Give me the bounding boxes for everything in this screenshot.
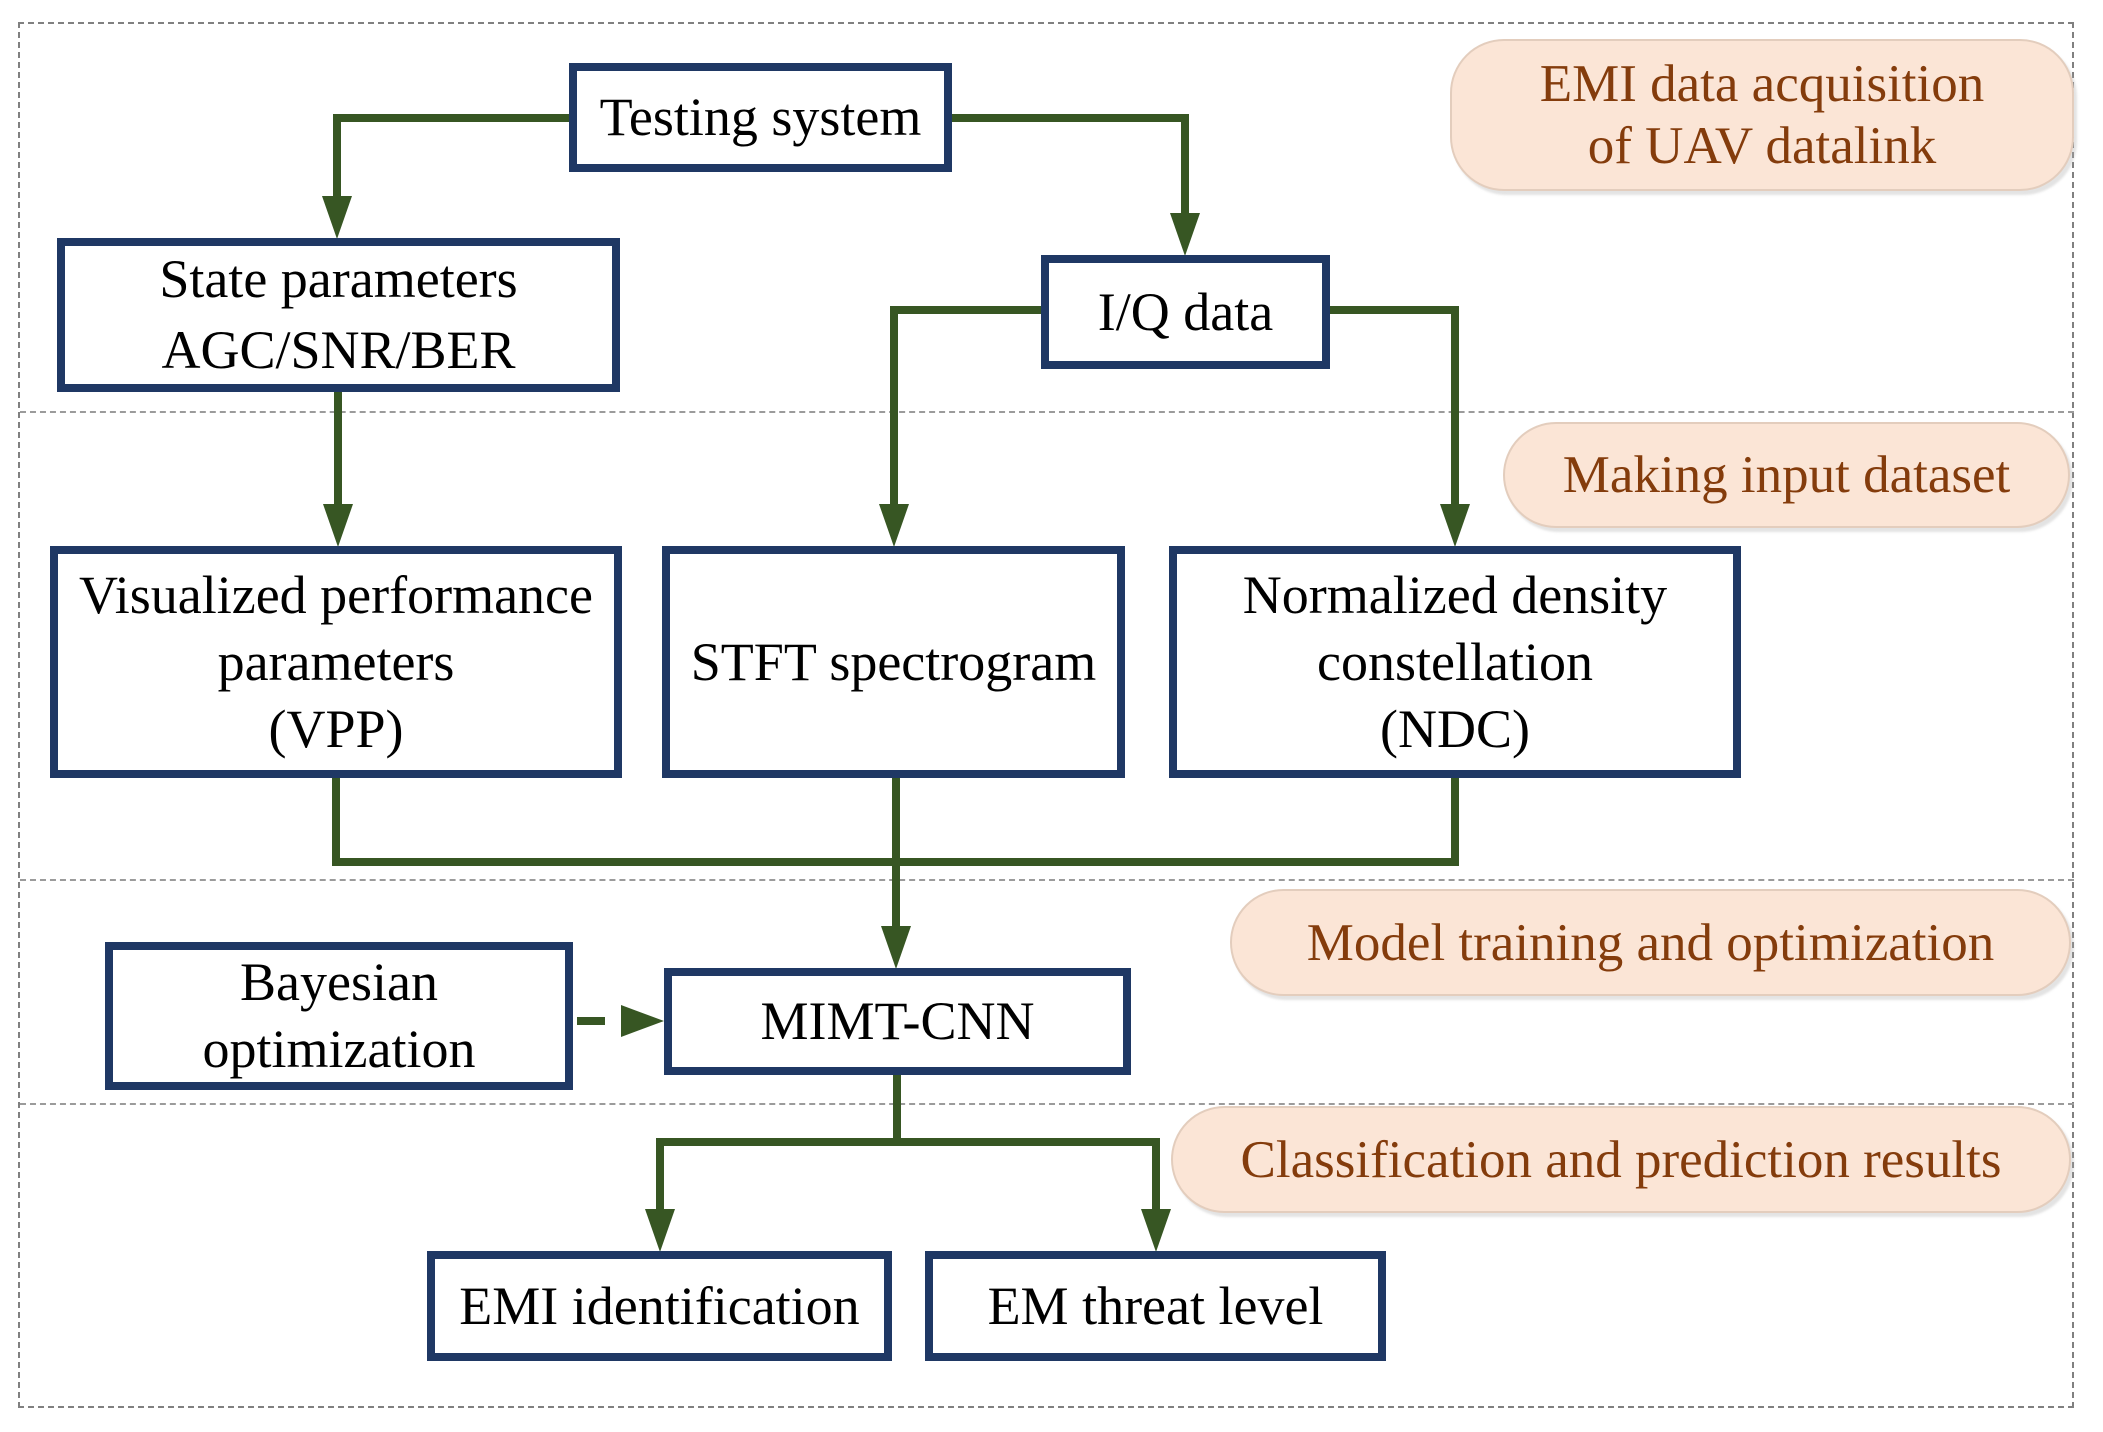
node-stft-spectrogram: STFT spectrogram bbox=[662, 546, 1125, 778]
section-label-line: EMI data acquisition bbox=[1539, 55, 1985, 113]
node-bayesian-optimization: Bayesian optimization bbox=[105, 942, 573, 1090]
arrowhead-into-ndc bbox=[1440, 504, 1470, 547]
arrowhead-into-mimt-from-bayesian bbox=[621, 1005, 664, 1037]
connector-iq-to-stft-vertical bbox=[890, 306, 898, 505]
node-iq-data: I/Q data bbox=[1041, 255, 1330, 369]
node-label: EMI identification bbox=[459, 1275, 860, 1336]
node-label: Bayesian bbox=[240, 952, 438, 1012]
section-label-line: of UAV datalink bbox=[1587, 117, 1937, 175]
connector-iq-to-ndc-horizontal bbox=[1328, 306, 1459, 314]
section-divider-1 bbox=[20, 411, 2074, 413]
node-mimt-cnn: MIMT-CNN bbox=[664, 968, 1131, 1075]
connector-merge-to-mimt-vertical bbox=[892, 777, 900, 927]
connector-ndc-merge-stub bbox=[1451, 777, 1459, 866]
node-state-parameters: State parameters AGC/SNR/BER bbox=[57, 238, 620, 392]
node-label: I/Q data bbox=[1097, 281, 1274, 342]
node-emi-identification: EMI identification bbox=[427, 1251, 892, 1361]
node-label: (NDC) bbox=[1380, 698, 1530, 759]
node-label: constellation bbox=[1317, 631, 1593, 692]
node-vpp: Visualized performance parameters (VPP) bbox=[50, 546, 622, 778]
node-em-threat-level: EM threat level bbox=[925, 1251, 1386, 1361]
node-label: State parameters bbox=[159, 249, 518, 309]
connector-testing-to-iq-horizontal bbox=[950, 114, 1189, 122]
node-label: optimization bbox=[202, 1019, 476, 1079]
connector-iq-to-stft-horizontal bbox=[894, 306, 1044, 314]
section-divider-3 bbox=[20, 1103, 2074, 1105]
node-label: MIMT-CNN bbox=[760, 991, 1035, 1051]
node-ndc: Normalized density constellation (NDC) bbox=[1169, 546, 1741, 778]
section-divider-2 bbox=[20, 879, 2074, 881]
node-label: parameters bbox=[217, 631, 455, 692]
connector-testing-to-iq-vertical bbox=[1181, 114, 1189, 214]
figure-outer-border bbox=[18, 22, 2074, 1408]
node-label: AGC/SNR/BER bbox=[161, 320, 516, 380]
connector-testing-to-state-vertical bbox=[333, 114, 341, 198]
section-label-model-training: Model training and optimization bbox=[1230, 889, 2071, 996]
section-label-line: Model training and optimization bbox=[1306, 913, 1995, 972]
section-label-making-input-dataset: Making input dataset bbox=[1503, 422, 2070, 528]
section-label-classification-results: Classification and prediction results bbox=[1171, 1106, 2071, 1213]
connector-to-emi-identification bbox=[656, 1138, 664, 1210]
node-label: STFT spectrogram bbox=[690, 631, 1097, 692]
connector-to-em-threat bbox=[1152, 1138, 1160, 1210]
arrowhead-into-iq-data bbox=[1170, 213, 1200, 256]
node-label: Normalized density bbox=[1242, 564, 1668, 625]
arrowhead-into-state-parameters bbox=[322, 196, 352, 239]
connector-state-to-vpp bbox=[334, 391, 342, 505]
connector-split-horizontal bbox=[656, 1138, 1160, 1146]
section-label-emi-data-acquisition: EMI data acquisition of UAV datalink bbox=[1450, 39, 2074, 191]
arrowhead-into-stft bbox=[879, 504, 909, 547]
arrowhead-into-em-threat bbox=[1141, 1209, 1171, 1252]
connector-testing-to-state-horizontal bbox=[337, 114, 571, 122]
arrowhead-into-vpp bbox=[323, 504, 353, 547]
node-label: Visualized performance bbox=[78, 564, 593, 625]
connector-mimt-down bbox=[893, 1073, 901, 1146]
section-label-line: Making input dataset bbox=[1562, 446, 2011, 504]
connector-vpp-merge-stub bbox=[332, 777, 340, 866]
arrowhead-into-mimt-cnn bbox=[881, 926, 911, 969]
node-testing-system: Testing system bbox=[569, 63, 952, 172]
node-label: (VPP) bbox=[268, 698, 404, 759]
arrowhead-into-emi-identification bbox=[645, 1209, 675, 1252]
connector-iq-to-ndc-vertical bbox=[1451, 306, 1459, 505]
connector-bayesian-to-mimt-dashed bbox=[577, 1017, 621, 1025]
section-label-line: Classification and prediction results bbox=[1240, 1130, 2002, 1189]
node-label: Testing system bbox=[599, 87, 922, 147]
node-label: EM threat level bbox=[987, 1275, 1324, 1336]
